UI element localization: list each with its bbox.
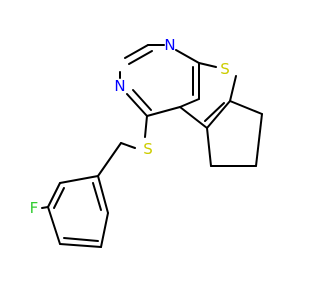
bond [128,50,153,65]
bond [229,100,263,115]
bond [206,127,212,167]
bond [179,106,208,129]
bond [59,243,102,248]
bond [97,175,109,214]
atom-label-nitrogen: N [114,77,125,95]
bond [59,175,99,184]
atom-label-sulfur: S [220,60,230,78]
bond [146,106,181,117]
bond [204,102,225,122]
bond [206,100,231,129]
bond [198,62,217,68]
bond [229,75,237,102]
bond [132,89,152,111]
molecule-structure: N N S S F [30,36,263,248]
atom-label-sulfur: S [143,140,153,158]
bond [124,44,149,59]
atom-label-nitrogen: N [164,36,175,54]
bond [179,98,200,108]
bond [92,182,102,211]
bond [47,206,61,245]
bond [97,142,122,177]
bonds [41,44,263,248]
bond [175,49,200,64]
bond [41,206,49,209]
bond [53,187,65,209]
bond [144,115,148,138]
bond [63,237,99,242]
bond [47,182,61,208]
bond [126,93,148,117]
atom-label-fluorine: F [30,199,39,217]
atom-labels: N N S S F [30,36,230,217]
bond [100,212,109,248]
bond [120,142,136,149]
bond [255,113,263,167]
